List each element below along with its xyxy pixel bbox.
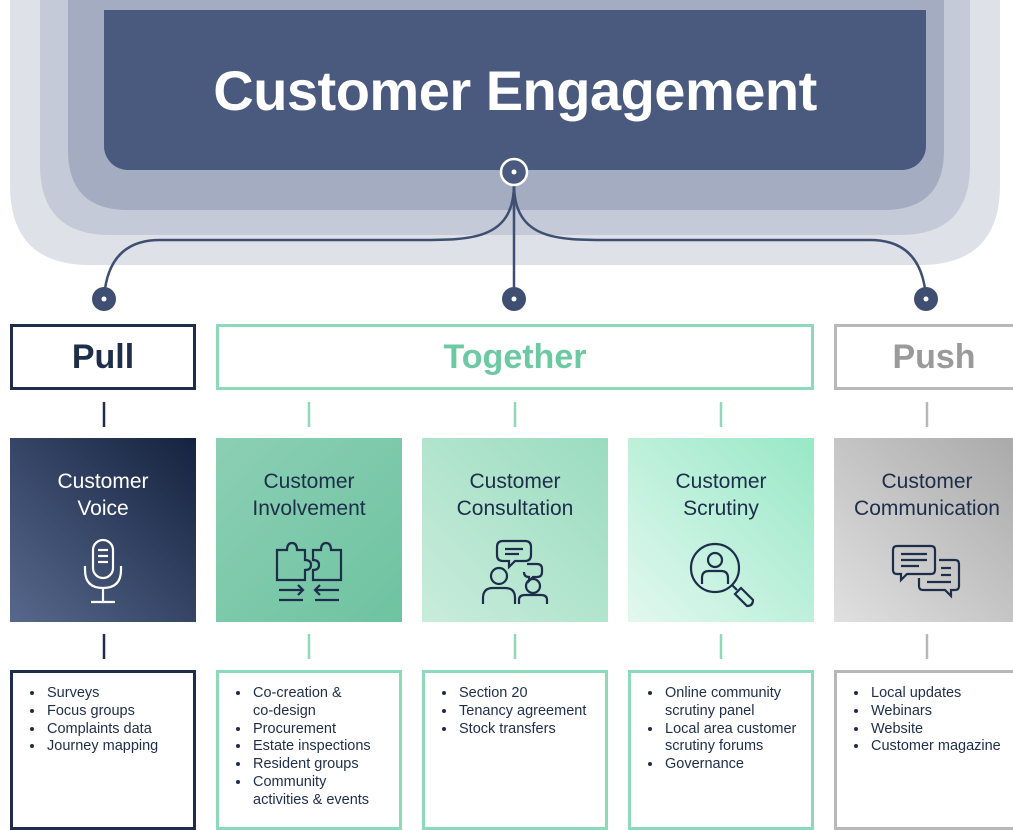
card-customer-involvement: Customer Involvement (216, 438, 402, 622)
card-bg-consultation (422, 438, 608, 622)
list-item: Stock transfers (457, 721, 595, 739)
list-item: Resident groups (251, 756, 389, 774)
list-item: Customer magazine (869, 738, 1007, 756)
magnifier-person-icon (689, 542, 755, 608)
list-item: Tenancy agreement (457, 703, 595, 721)
card-title: Customer Involvement (252, 470, 366, 520)
bullet-list: Section 20Tenancy agreementStock transfe… (435, 685, 595, 738)
list-item: Focus groups (45, 703, 183, 721)
bullet-list: SurveysFocus groupsComplaints dataJourne… (23, 685, 183, 756)
list-item: Complaints data (45, 721, 183, 739)
category-pull: Pull (10, 324, 196, 390)
card-customer-scrutiny: Customer Scrutiny (628, 438, 814, 622)
tick-lines (102, 402, 929, 659)
list-item: Local updates (869, 685, 1007, 703)
node-push (914, 287, 938, 311)
card-customer-communication: Customer Communication (834, 438, 1013, 622)
bullet-list: Co-creation &co-designProcurementEstate … (229, 685, 389, 810)
bullet-list: Local updatesWebinarsWebsiteCustomer mag… (847, 685, 1007, 756)
category-push: Push (834, 324, 1013, 390)
card-bg-involvement (216, 438, 402, 622)
list-box-voice: SurveysFocus groupsComplaints dataJourne… (10, 670, 196, 830)
list-item: Surveys (45, 685, 183, 703)
list-box-consultation: Section 20Tenancy agreementStock transfe… (422, 670, 608, 830)
card-title: Customer Scrutiny (675, 470, 767, 520)
list-item: Procurement (251, 721, 389, 739)
card-title: Customer Voice (57, 470, 149, 520)
list-item: Co-creation &co-design (251, 685, 389, 721)
microphone-icon (83, 538, 123, 604)
connector-push (512, 183, 928, 299)
page-title: Customer Engagement (213, 58, 817, 122)
card-title: Customer Communication (854, 470, 1000, 520)
list-item: Website (869, 721, 1007, 739)
card-customer-voice: Customer Voice (10, 438, 196, 622)
node-together (502, 287, 526, 311)
list-item: Governance (663, 756, 801, 774)
card-customer-consultation: Customer Consultation (422, 438, 608, 622)
list-item: Section 20 (457, 685, 595, 703)
chat-bubbles-icon (891, 544, 961, 599)
node-pull (92, 287, 116, 311)
puzzle-pieces-icon (275, 541, 343, 602)
list-item: Journey mapping (45, 738, 183, 756)
card-title: Customer Consultation (456, 470, 574, 520)
list-item: Webinars (869, 703, 1007, 721)
list-box-involvement: Co-creation &co-designProcurementEstate … (216, 670, 402, 830)
card-bg-communication (834, 438, 1013, 622)
people-discussion-icon (481, 539, 549, 604)
list-box-communication: Local updatesWebinarsWebsiteCustomer mag… (834, 670, 1013, 830)
connector-pull (102, 183, 516, 299)
category-together: Together (216, 324, 814, 390)
list-item: Estate inspections (251, 738, 389, 756)
